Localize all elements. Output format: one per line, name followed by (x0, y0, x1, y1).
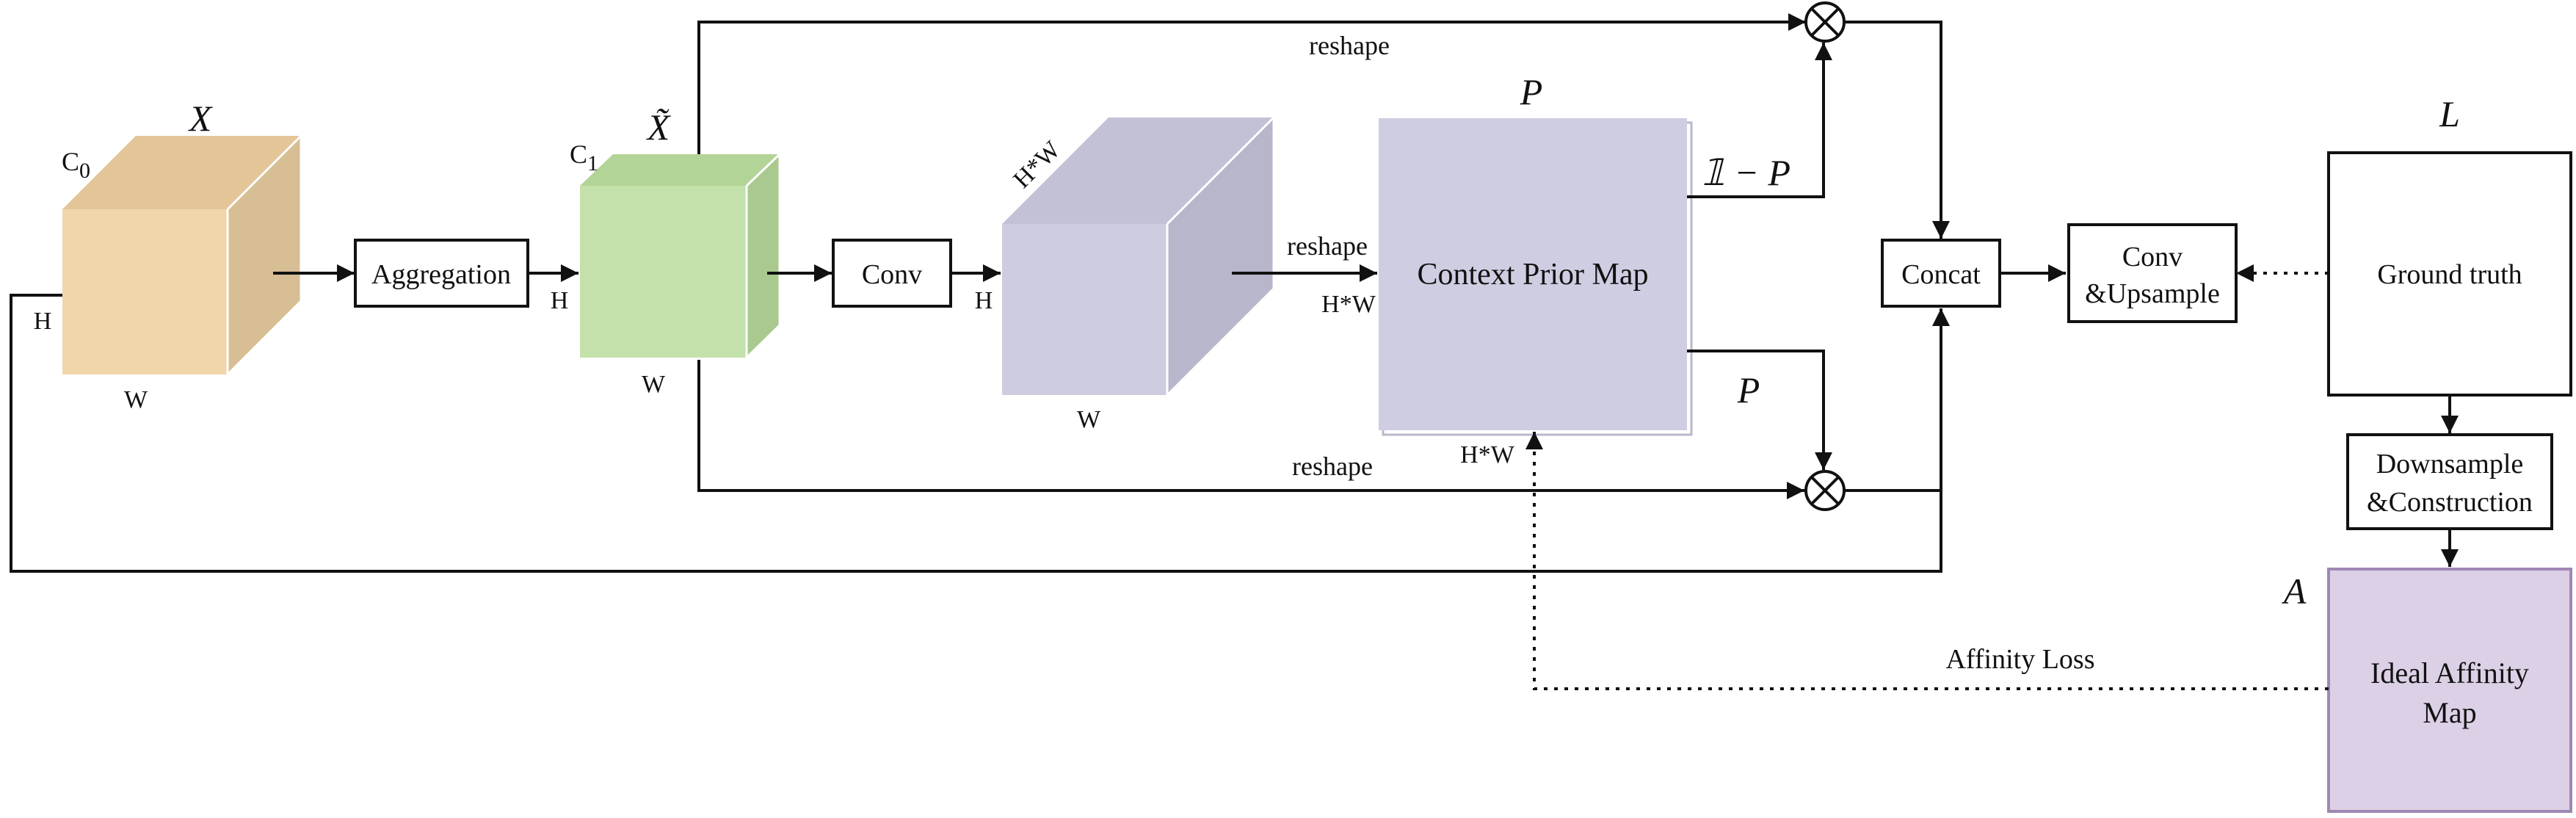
conv-upsample-line1: Conv (2122, 242, 2183, 272)
downsample-construction-box (2346, 433, 2553, 530)
aggregation-label: Aggregation (371, 259, 511, 290)
cube-x-top (62, 136, 301, 209)
conv-upsample-line2: &Upsample (2085, 278, 2220, 309)
ground-truth-box (2327, 151, 2572, 397)
cube-xt-height: H (551, 287, 569, 314)
cube-p-front (1002, 224, 1167, 395)
cube-xt-width: W (642, 371, 666, 398)
conv-box (832, 239, 952, 308)
cube-xt-channel: C1 (570, 140, 598, 175)
cube-p (1002, 116, 1275, 397)
p-lower-label: P (1737, 369, 1760, 410)
cube-x-height: H (34, 308, 52, 335)
affinity-loss-label: Affinity Loss (1945, 644, 2094, 675)
cube-x-tilde (580, 153, 781, 359)
cube-x (62, 134, 302, 376)
downsample-line2: &Construction (2367, 487, 2533, 518)
one-minus-p-label: 𝟙 − P (1702, 152, 1790, 193)
conv-label: Conv (862, 259, 922, 290)
ground-truth-label: Ground truth (2377, 259, 2522, 290)
cube-xt-title: X̃ (646, 106, 672, 148)
context-prior-map (1379, 118, 1687, 430)
cube-x-title: X (188, 98, 214, 139)
cube-xt-side (747, 154, 780, 358)
conv-upsample-box (2067, 223, 2238, 323)
cube-p-top (1002, 117, 1274, 224)
cube-p-side (1167, 117, 1274, 395)
cube-xt-front (580, 186, 747, 358)
reshape-mid-label: reshape (1287, 231, 1368, 261)
cube-p-width: W (1077, 406, 1101, 433)
ideal-affinity-line1: Ideal Affinity (2370, 656, 2529, 689)
cube-x-channel: C0 (62, 147, 90, 183)
aggregation-box (354, 239, 529, 308)
concat-label: Concat (1901, 259, 1981, 290)
context-prior-map-title: P (1520, 71, 1543, 112)
cube-p-height: H (975, 287, 993, 314)
multiply-bottom-icon (1804, 470, 1846, 511)
ideal-affinity-title: A (2282, 571, 2307, 612)
ideal-affinity-line2: Map (2423, 696, 2476, 729)
downsample-line1: Downsample (2376, 449, 2524, 479)
reshape-top-label: reshape (1309, 31, 1390, 60)
hw-left-label: H*W (1321, 291, 1376, 318)
cube-xt-top (580, 154, 780, 186)
multiply-top-icon (1804, 1, 1846, 43)
context-prior-map-label: Context Prior Map (1418, 258, 1649, 292)
hw-bottom-label: H*W (1460, 441, 1515, 468)
cube-x-width: W (124, 386, 148, 413)
reshape-bottom-label: reshape (1292, 452, 1373, 481)
ground-truth-title: L (2439, 93, 2460, 134)
cube-x-front (62, 209, 228, 374)
cube-x-side (228, 136, 301, 374)
ideal-affinity-map (2327, 568, 2572, 813)
